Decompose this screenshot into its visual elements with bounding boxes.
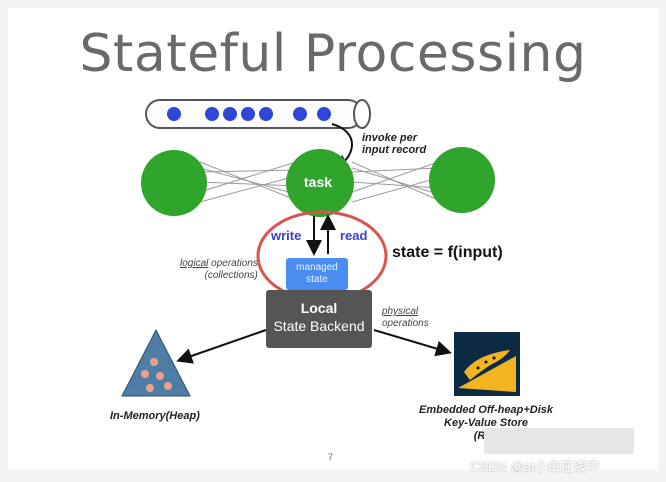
- managed-line-1: managed: [296, 262, 338, 273]
- record-dot: [293, 107, 307, 121]
- logical-rest: operations: [208, 258, 258, 269]
- record-dot: [259, 107, 273, 121]
- local-state-backend-box: [266, 290, 372, 348]
- record-dot: [205, 107, 219, 121]
- read-label: read: [340, 228, 368, 243]
- rocks-store-label: Embedded Off-heap+Disk Key-Value Store (…: [406, 404, 566, 443]
- logical-line-1: logical operations: [180, 258, 258, 270]
- logical-operations-label: logical operations (collections): [180, 258, 258, 282]
- state-formula: state = f(input): [392, 244, 503, 261]
- in-memory-label: In-Memory(Heap): [110, 410, 200, 422]
- watermark: CSDN @at小白在线中: [470, 459, 600, 474]
- task-node: [286, 149, 354, 217]
- record-dot: [317, 107, 331, 121]
- physical-line-1: physical: [382, 306, 429, 318]
- physical-word: physical: [382, 306, 419, 317]
- task-label: task: [304, 174, 333, 190]
- page-number: 7: [328, 452, 334, 462]
- local-label: Local: [300, 300, 338, 316]
- arrow-to-heap: [176, 329, 267, 364]
- logical-line-2: (collections): [204, 270, 258, 281]
- operator-node-left: [141, 150, 207, 216]
- rocks-line-2: Key-Value Store: [444, 417, 528, 429]
- record-dot: [167, 107, 181, 121]
- rocks-line-1: Embedded Off-heap+Disk: [419, 404, 553, 416]
- slide-title: Stateful Processing: [79, 24, 587, 84]
- rocksdb-logo-icon: [454, 332, 520, 396]
- record-dots: [167, 107, 331, 121]
- record-dot: [223, 107, 237, 121]
- invoke-line-1: invoke per: [362, 132, 418, 144]
- node-connections: [199, 161, 439, 203]
- managed-state-box: [286, 258, 348, 290]
- record-dot: [241, 107, 255, 121]
- invoke-line-2: input record: [362, 144, 427, 156]
- state-backend-label: State Backend: [273, 318, 365, 334]
- heap-triangle-icon: [121, 328, 191, 397]
- write-label: write: [271, 228, 302, 243]
- slide-background: [8, 8, 658, 470]
- physical-line-2: operations: [382, 318, 429, 329]
- logical-word: logical: [180, 258, 209, 269]
- blurred-region: [484, 428, 634, 454]
- managed-line-2: state: [306, 274, 328, 285]
- managed-state-label: managed state: [286, 262, 348, 286]
- operator-node-right: [429, 147, 495, 213]
- physical-operations-label: physical operations: [382, 306, 429, 330]
- arrow-to-rocks: [373, 329, 452, 357]
- invoke-label: invoke per input record: [362, 132, 426, 156]
